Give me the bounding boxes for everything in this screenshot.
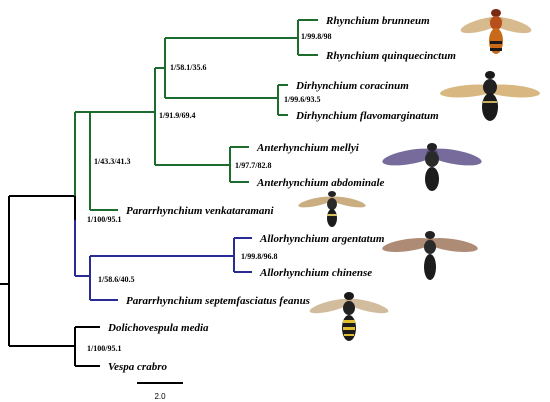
pararrhynchium-venkataramani-wasp-image (298, 191, 366, 227)
taxon-allorhynchium-chinense: Allorhynchium chinense (259, 267, 372, 279)
support-green-clade: 1/43.3/41.3 (94, 157, 130, 166)
support-allorhynchium: 1/99.8/96.8 (241, 252, 277, 261)
anterhynchium-wasp-image (382, 143, 482, 191)
green-clade-branches (74, 19, 318, 211)
support-blue-clade: 1/58.6/40.5 (98, 275, 134, 284)
taxon-pararrhynchium-venkataramani: Pararrhynchium venkataramani (126, 205, 275, 217)
taxon-anterhynchium-mellyi: Anterhynchium mellyi (256, 142, 360, 154)
taxon-dirhynchium-flavomarginatum: Dirhynchium flavomarginatum (295, 110, 439, 122)
taxon-anterhynchium-abdominale: Anterhynchium abdominale (256, 177, 385, 189)
allorhynchium-wasp-image (382, 231, 478, 280)
dirhynchium-wasp-image (440, 71, 540, 121)
support-dirhynchium: 1/99.6/93.5 (284, 95, 320, 104)
taxon-dolichovespula-media: Dolichovespula media (107, 322, 209, 334)
backbone-branches (0, 195, 100, 367)
blue-clade-branches (74, 220, 252, 301)
taxon-allorhynchium-argentatum: Allorhynchium argentatum (259, 233, 385, 245)
taxon-vespa-crabro: Vespa crabro (108, 361, 167, 373)
support-ingroup: 1/100/95.1 (87, 215, 121, 224)
support-rhynchium-dirhynchium: 1/58.1/35.6 (170, 63, 206, 72)
taxon-rhynchium-brunneum: Rhynchium brunneum (325, 15, 430, 27)
support-rhynchium: 1/99.8/98 (301, 32, 331, 41)
scale-bar-label: 2.0 (154, 392, 166, 401)
taxon-dirhynchium-coracinum: Dirhynchium coracinum (295, 80, 409, 92)
pararrhynchium-septemfasciatus-wasp-image (309, 292, 389, 341)
taxon-pararrhynchium-septemfasciatus-feanus: Pararrhynchium septemfasciatus feanus (126, 295, 310, 307)
rhynchium-wasp-image (460, 9, 532, 54)
support-rhy-dir-ant: 1/91.9/69.4 (159, 111, 195, 120)
taxon-rhynchium-quinquecinctum: Rhynchium quinquecinctum (325, 50, 456, 62)
support-outgroup: 1/100/95.1 (87, 344, 121, 353)
support-anterhynchium: 1/97.7/82.8 (235, 161, 271, 170)
